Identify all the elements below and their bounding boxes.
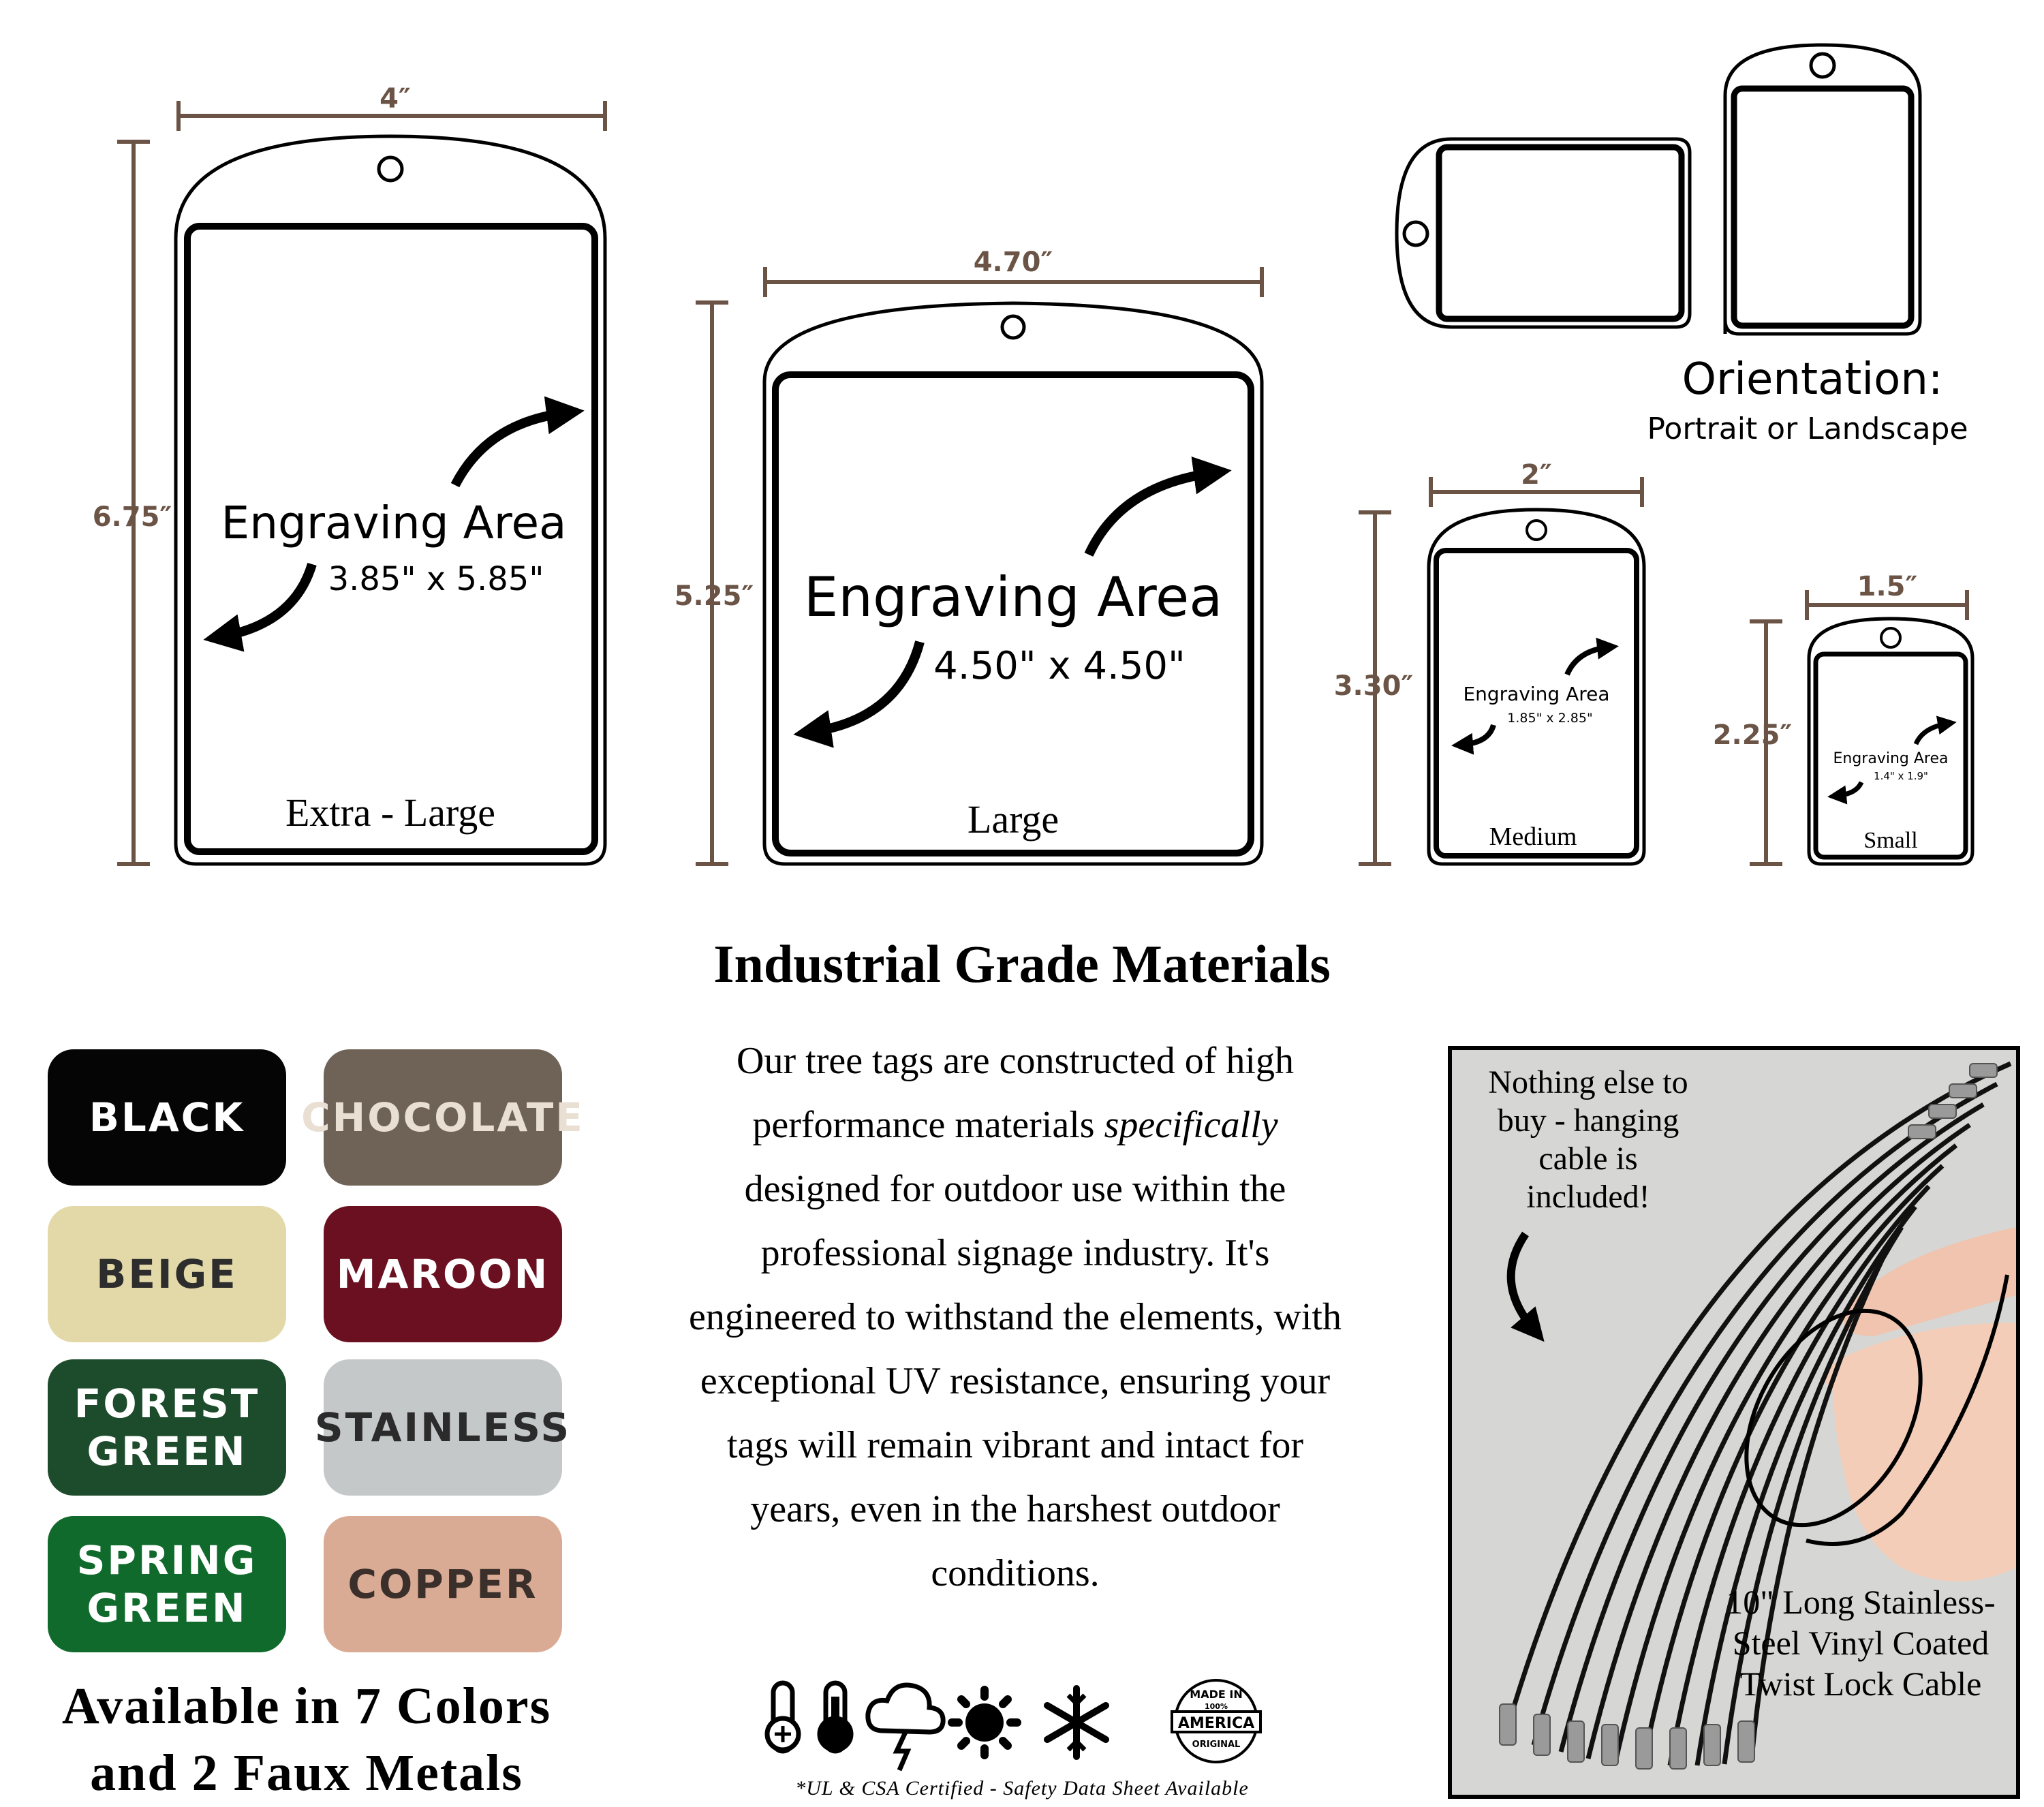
made-in-bottom: ORIGINAL [1192,1740,1241,1750]
swatch-maroon: MAROON [324,1206,562,1342]
medium-height-label: 3.30″ [1334,670,1414,702]
portrait-hole-icon [1809,52,1836,79]
xl-engraving-border [184,223,598,855]
snowflake-icon [1044,1685,1109,1760]
thermometer-hot-icon [817,1680,854,1754]
small-height-label: 2.25″ [1713,720,1793,751]
large-area-title: Engraving Area [804,566,1223,629]
tag-small: 1.5″ 2.25″ Engraving Area 1.4" x 1.9" Sm… [1713,571,1975,866]
made-in-top: MADE IN [1190,1688,1242,1701]
certification-note: *UL & CSA Certified - Safety Data Sheet … [795,1777,1249,1800]
xl-hole-icon [377,155,404,183]
large-width-label: 4.70″ [974,247,1053,278]
large-engraving-border [772,371,1254,856]
portrait-engraving-border [1731,85,1915,329]
condition-icons: AMERICA MADE IN 100% ORIGINAL [764,1679,1262,1772]
xl-arrow-down-icon [203,562,317,652]
tag-large: 4.70″ 5.25″ Engraving Area 4.50" x 4.50"… [675,247,1264,866]
tag-extra-large: 4″ 6.75″ Engraving Area 3.85" x 5.85" Ex… [93,83,607,866]
orientation-title: Orientation: [1682,354,1943,405]
small-engraving-border [1813,651,1968,860]
materials-heading: Industrial Grade Materials [713,934,1331,993]
xl-area-title: Engraving Area [221,497,567,549]
made-in-mid: 100% [1205,1702,1228,1711]
large-height-label: 5.25″ [675,581,754,612]
cable-pointer-arrow-icon [1506,1231,1545,1342]
storm-cloud-icon [865,1682,946,1772]
small-name: Small [1863,828,1917,853]
thermometer-cold-icon [764,1680,801,1754]
orientation-subtitle: Portrait or Landscape [1647,412,1968,446]
landscape-tag-outline [1395,137,1692,329]
large-tag-outline [762,301,1264,866]
medium-width-label: 2″ [1521,459,1552,491]
swatch-black: BLACK [48,1049,286,1186]
materials-description: Our tree tags are constructed of high pe… [681,1029,1349,1605]
availability-line-2: and 2 Faux Metals [90,1744,523,1802]
made-in-america-badge: AMERICA MADE IN 100% ORIGINAL [1171,1679,1262,1763]
small-arrow-down-icon [1827,781,1864,805]
availability-line-1: Available in 7 Colors [61,1678,552,1735]
small-width-label: 1.5″ [1857,571,1918,602]
medium-engraving-border [1434,548,1639,859]
small-hole-icon [1880,627,1902,649]
small-tag-outline [1807,617,1975,866]
cable-caption-top: Nothing else to buy - hanging cable is i… [1488,1064,1688,1215]
xl-name: Extra - Large [285,790,495,835]
swatch-chocolate: CHOCOLATE [301,1049,583,1186]
xl-area-size: 3.85" x 5.85" [328,560,544,598]
portrait-tag-outline [1723,43,1922,336]
swatch-forest-green: FOREST GREEN [48,1359,286,1496]
desc-part-2: designed for outdoor use within the prof… [689,1168,1342,1594]
landscape-engraving-border [1436,144,1685,322]
xl-height-label: 6.75″ [93,501,172,533]
xl-width-label: 4″ [380,83,411,114]
small-area-title: Engraving Area [1833,750,1949,767]
cable-caption-bottom: 10" Long Stainless-Steel Vinyl Coated Tw… [1726,1583,1996,1703]
cable-photo: Nothing else to buy - hanging cable is i… [1448,1046,2020,1799]
medium-arrow-down-icon [1451,724,1496,755]
large-name: Large [967,797,1059,841]
landscape-hole-icon [1402,220,1429,247]
medium-area-title: Engraving Area [1463,683,1609,705]
large-arrow-up-icon [1084,456,1232,557]
desc-part-1: Our tree tags are constructed of high pe… [737,1040,1294,1146]
xl-arrow-up-icon [450,396,585,488]
cable-illustration [1452,1050,2016,1795]
large-arrow-down-icon [793,640,925,748]
swatch-beige: BEIGE [48,1206,286,1342]
medium-arrow-up-icon [1564,637,1619,676]
swatch-spring-green: SPRING GREEN [48,1516,286,1652]
large-hole-icon [1000,314,1026,340]
tag-medium: 2″ 3.30″ Engraving Area 1.85" x 2.85" Me… [1334,459,1646,866]
medium-area-size: 1.85" x 2.85" [1507,711,1592,726]
medium-name: Medium [1489,822,1577,851]
made-in-main: AMERICA [1178,1715,1254,1732]
swatch-stainless: STAINLESS [315,1359,569,1496]
large-area-size: 4.50" x 4.50" [933,644,1186,688]
small-arrow-up-icon [1913,715,1957,745]
availability-text: Available in 7 Colors and 2 Faux Metals [14,1673,600,1806]
small-area-size: 1.4" x 1.9" [1874,770,1928,782]
swatch-copper: COPPER [324,1516,562,1652]
medium-hole-icon [1526,519,1547,541]
sun-icon [948,1686,1021,1759]
xl-tag-outline [174,134,607,866]
medium-tag-outline [1427,508,1646,866]
desc-emphasis: specifically [1104,1104,1278,1146]
orientation-samples: Orientation: Portrait or Landscape [1395,43,1968,446]
